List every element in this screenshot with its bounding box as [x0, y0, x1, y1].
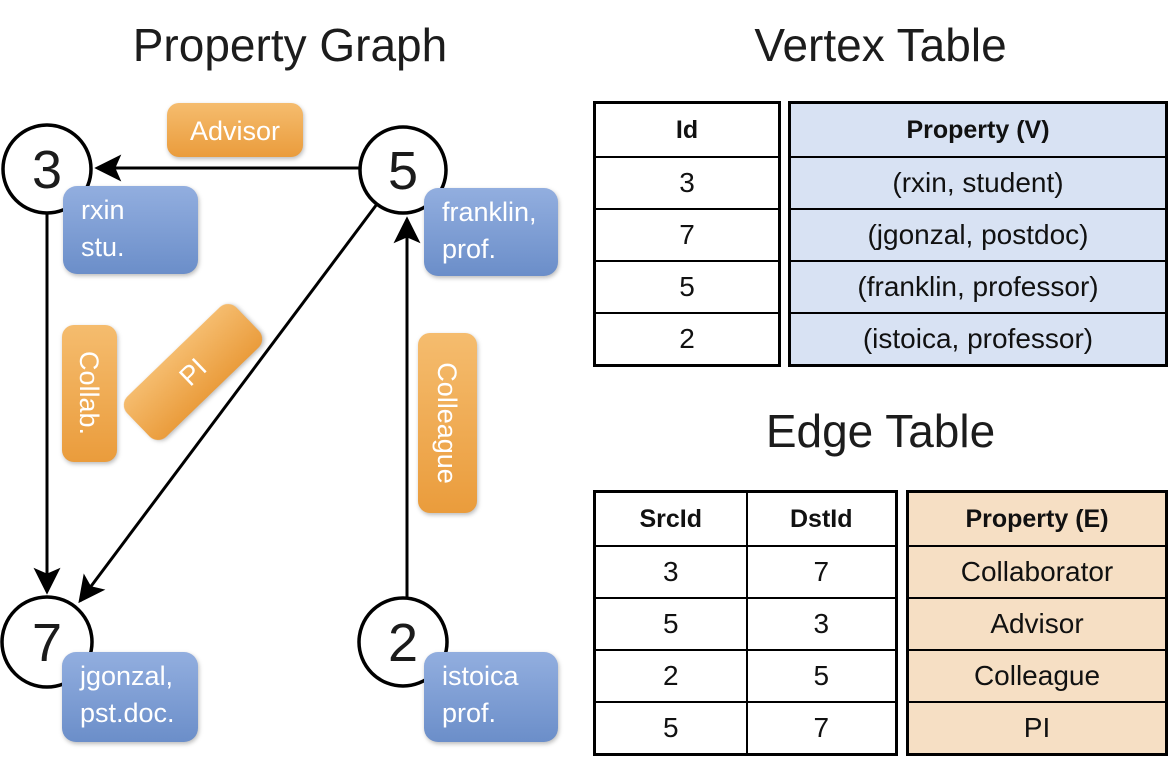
vertex-table-id-column: Id 3 7 5 2 [593, 101, 781, 367]
property-graph-diagram: 3 5 7 2 Advisor Collab. PI Colleague rxi… [0, 103, 558, 742]
table-cell: 7 [745, 545, 895, 597]
vertex-box-jgonzal-line2: pst.doc. [80, 698, 175, 728]
vertex-table-property-column: Property (V) (rxin, student) (jgonzal, p… [788, 101, 1168, 367]
edge-label-collab-box [62, 325, 117, 462]
edge-pi-5-to-7 [78, 203, 379, 604]
vertex-table-header-id: Id [596, 104, 778, 156]
edge-label-pi-group: PI [123, 304, 263, 440]
edge-label-collab: Collab. [74, 351, 104, 435]
edge-table-header-dstid: DstId [745, 493, 895, 545]
table-cell: 3 [745, 597, 895, 649]
vertex-box-jgonzal [62, 652, 198, 742]
vertex-box-rxin [63, 186, 198, 274]
vertex-table-title: Vertex Table [754, 19, 1007, 71]
edge-label-pi-box [123, 304, 263, 440]
vertex-box-rxin-line2: stu. [81, 232, 125, 262]
table-cell: (rxin, student) [791, 156, 1165, 208]
table-cell: Advisor [909, 597, 1165, 649]
edge-table-header-srcid: SrcId [596, 493, 746, 545]
edge-label-colleague-box [418, 333, 477, 513]
vertex-box-istoica-line1: istoica [442, 661, 520, 691]
table-cell: 2 [596, 312, 778, 364]
table-cell: 5 [596, 701, 746, 753]
edge-table-property-column: Property (E) Collaborator Advisor Collea… [906, 490, 1168, 756]
vertex-box-franklin-line1: franklin, [442, 197, 537, 227]
table-cell: 3 [596, 156, 778, 208]
vertex-box-rxin-line1: rxin [81, 195, 125, 225]
vertex-box-franklin [424, 188, 558, 276]
node-3-id: 3 [32, 140, 62, 200]
edge-table-id-columns: SrcId DstId 3 7 5 3 2 5 5 7 [593, 490, 898, 756]
node-2-id: 2 [388, 613, 418, 673]
table-cell: 2 [596, 649, 746, 701]
vertex-table-header-property: Property (V) [791, 104, 1165, 156]
edge-table: SrcId DstId 3 7 5 3 2 5 5 7 Property (E)… [593, 490, 1168, 756]
vertex-box-istoica [424, 652, 558, 742]
table-cell: Collaborator [909, 545, 1165, 597]
table-cell: 7 [745, 701, 895, 753]
node-5-id: 5 [388, 141, 418, 201]
node-7-id: 7 [32, 613, 62, 673]
table-cell: PI [909, 701, 1165, 753]
table-cell: (jgonzal, postdoc) [791, 208, 1165, 260]
edge-table-title: Edge Table [765, 405, 996, 457]
table-cell: 5 [596, 260, 778, 312]
table-cell: (istoica, professor) [791, 312, 1165, 364]
edge-table-header-property: Property (E) [909, 493, 1165, 545]
edge-label-colleague: Colleague [432, 362, 462, 484]
table-cell: (franklin, professor) [791, 260, 1165, 312]
vertex-box-istoica-line2: prof. [442, 698, 496, 728]
table-cell: Colleague [909, 649, 1165, 701]
table-cell: 7 [596, 208, 778, 260]
table-cell: 5 [745, 649, 895, 701]
property-graph-title: Property Graph [132, 19, 448, 71]
edge-label-advisor: Advisor [190, 116, 280, 146]
vertex-box-jgonzal-line1: jgonzal, [79, 661, 173, 691]
table-cell: 5 [596, 597, 746, 649]
vertex-box-franklin-line2: prof. [442, 234, 496, 264]
vertex-table: Id 3 7 5 2 Property (V) (rxin, student) … [593, 101, 1168, 367]
table-cell: 3 [596, 545, 746, 597]
node-5-circle [358, 125, 448, 215]
edge-label-advisor-box [167, 103, 303, 157]
